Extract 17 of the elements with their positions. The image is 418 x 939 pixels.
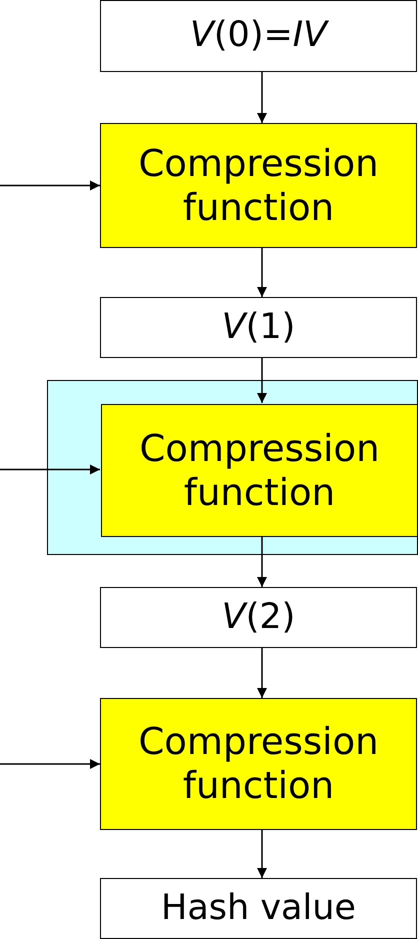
value-box: Hash value xyxy=(100,878,417,939)
process-box: Compression function xyxy=(100,123,417,248)
value-box: V(2) xyxy=(100,587,417,648)
value-box: V(1) xyxy=(100,297,417,358)
arrow xyxy=(257,72,267,123)
value-box: V(0)=IV xyxy=(100,0,417,72)
highlight-band xyxy=(47,380,418,555)
process-box: Compression function xyxy=(101,404,418,537)
arrow xyxy=(257,536,267,587)
arrow xyxy=(257,248,267,297)
arrow xyxy=(0,180,100,190)
arrow xyxy=(257,358,267,403)
arrow xyxy=(257,830,267,878)
arrow xyxy=(0,759,100,769)
arrow xyxy=(0,464,100,474)
arrow xyxy=(257,648,267,698)
process-box: Compression function xyxy=(100,698,417,830)
